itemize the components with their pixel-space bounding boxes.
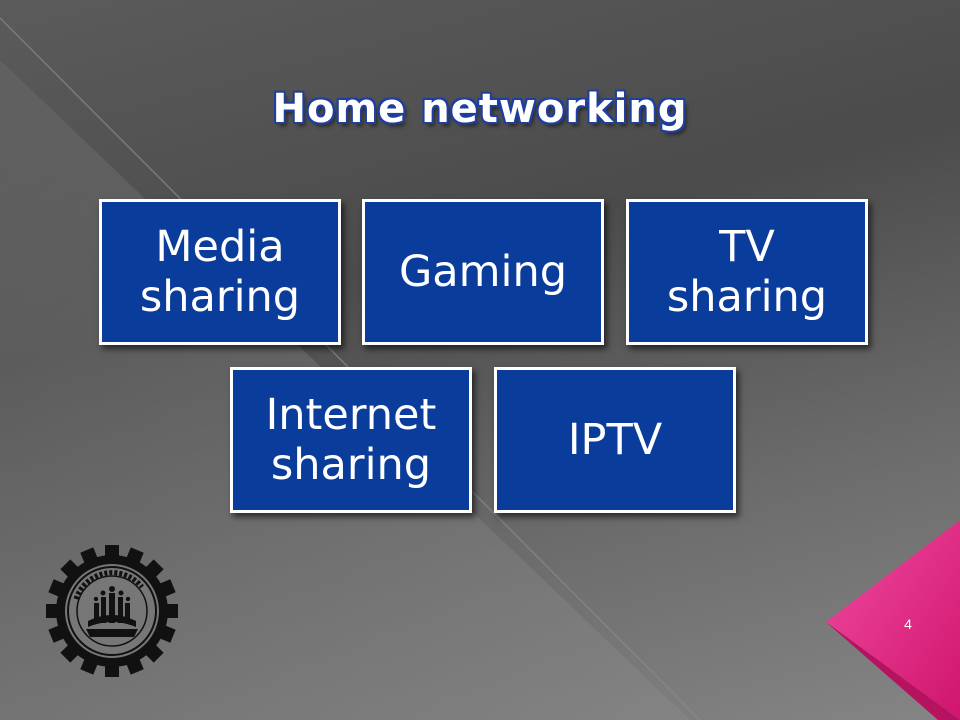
university-emblem-icon xyxy=(46,545,178,677)
box-media-sharing: Media sharing xyxy=(99,199,341,345)
box-internet-sharing: Internet sharing xyxy=(230,367,472,513)
box-tv-sharing: TV sharing xyxy=(626,199,868,345)
box-gaming: Gaming xyxy=(362,199,604,345)
pink-corner-accent xyxy=(826,520,960,720)
page-number: 4 xyxy=(904,616,912,632)
page-title: Home networking xyxy=(272,86,688,132)
box-iptv: IPTV xyxy=(494,367,736,513)
